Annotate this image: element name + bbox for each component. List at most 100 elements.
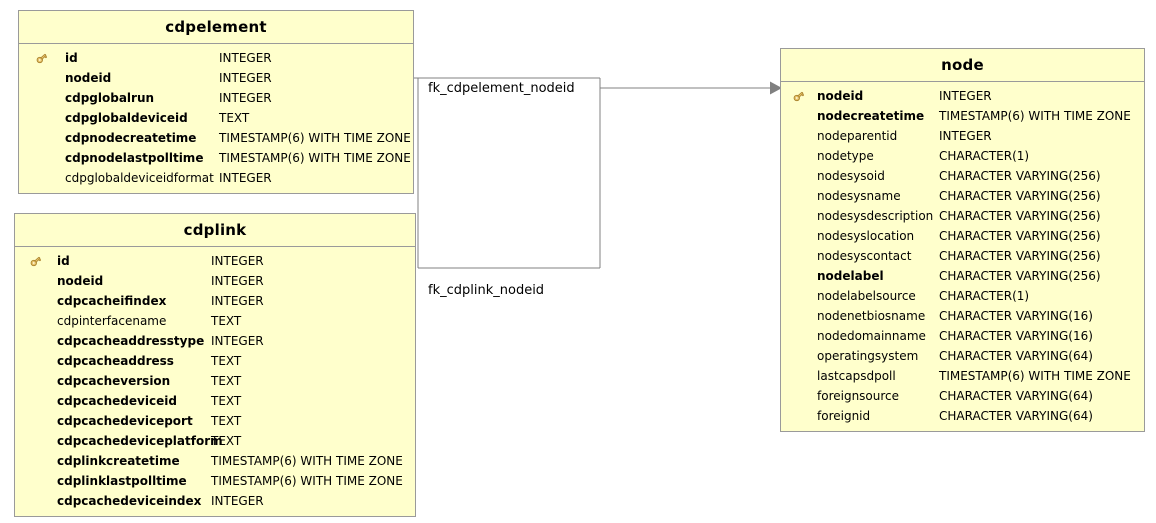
column-name: foreignsource bbox=[817, 389, 900, 403]
column-name: cdpcacheaddress bbox=[57, 354, 174, 368]
column-type: CHARACTER VARYING(16) bbox=[939, 329, 1093, 343]
column-type: CHARACTER VARYING(256) bbox=[939, 249, 1101, 263]
column-name: nodedomainname bbox=[817, 329, 926, 343]
column-type: INTEGER bbox=[939, 89, 992, 103]
column-row: nodeparentid INTEGER bbox=[781, 126, 1144, 146]
column-name: cdpcacheifindex bbox=[57, 294, 167, 308]
primary-key-icon bbox=[15, 254, 57, 268]
column-type: INTEGER bbox=[939, 129, 992, 143]
column-type: CHARACTER(1) bbox=[939, 289, 1030, 303]
column-name: nodesysname bbox=[817, 189, 901, 203]
primary-key-icon bbox=[781, 89, 817, 103]
column-row: nodelabel CHARACTER VARYING(256) bbox=[781, 266, 1144, 286]
column-name: id bbox=[65, 51, 78, 65]
entity-title-cdpelement: cdpelement bbox=[19, 11, 413, 44]
column-row: cdpcachedeviceport TEXT bbox=[15, 411, 415, 431]
column-name: cdpcachedeviceplatform bbox=[57, 434, 223, 448]
column-name: nodeparentid bbox=[817, 129, 898, 143]
column-row: nodesyscontact CHARACTER VARYING(256) bbox=[781, 246, 1144, 266]
column-name: cdpinterfacename bbox=[57, 314, 167, 328]
column-type: TIMESTAMP(6) WITH TIME ZONE bbox=[211, 474, 403, 488]
column-row: nodecreatetime TIMESTAMP(6) WITH TIME ZON… bbox=[781, 106, 1144, 126]
column-type: INTEGER bbox=[219, 71, 272, 85]
column-name: cdpglobaldeviceidformat bbox=[65, 171, 214, 185]
column-name: nodesysoid bbox=[817, 169, 885, 183]
column-type: CHARACTER VARYING(256) bbox=[939, 269, 1101, 283]
column-name: nodesyscontact bbox=[817, 249, 912, 263]
column-name: cdpcachedeviceport bbox=[57, 414, 193, 428]
column-type: TEXT bbox=[211, 414, 242, 428]
column-type: CHARACTER VARYING(256) bbox=[939, 169, 1101, 183]
column-name: cdpglobalrun bbox=[65, 91, 155, 105]
column-type: TEXT bbox=[211, 434, 242, 448]
column-name: cdpcachedeviceindex bbox=[57, 494, 202, 508]
column-type: CHARACTER(1) bbox=[939, 149, 1030, 163]
entity-title-cdplink: cdplink bbox=[15, 214, 415, 247]
column-row: cdpcacheaddress TEXT bbox=[15, 351, 415, 371]
column-row: cdpnodecreatetime TIMESTAMP(6) WITH TIME … bbox=[19, 128, 413, 148]
column-row: foreignsource CHARACTER VARYING(64) bbox=[781, 386, 1144, 406]
column-type: INTEGER bbox=[219, 91, 272, 105]
column-row: nodesyslocation CHARACTER VARYING(256) bbox=[781, 226, 1144, 246]
column-type: CHARACTER VARYING(256) bbox=[939, 229, 1101, 243]
column-type: TEXT bbox=[219, 111, 250, 125]
column-row: nodesysoid CHARACTER VARYING(256) bbox=[781, 166, 1144, 186]
column-type: INTEGER bbox=[211, 294, 264, 308]
column-row: cdpglobaldeviceidformat INTEGER bbox=[19, 168, 413, 188]
column-name: nodeid bbox=[65, 71, 112, 85]
column-name: nodelabelsource bbox=[817, 289, 916, 303]
column-name: cdplinklastpolltime bbox=[57, 474, 187, 488]
column-type: INTEGER bbox=[211, 254, 264, 268]
column-row: nodeid INTEGER bbox=[19, 68, 413, 88]
column-type: CHARACTER VARYING(16) bbox=[939, 309, 1093, 323]
column-name: cdpglobaldeviceid bbox=[65, 111, 188, 125]
column-type: CHARACTER VARYING(64) bbox=[939, 389, 1093, 403]
column-type: TEXT bbox=[211, 354, 242, 368]
column-type: TIMESTAMP(6) WITH TIME ZONE bbox=[219, 131, 411, 145]
column-type: TIMESTAMP(6) WITH TIME ZONE bbox=[219, 151, 411, 165]
column-type: INTEGER bbox=[219, 171, 272, 185]
column-name: nodetype bbox=[817, 149, 874, 163]
column-name: nodecreatetime bbox=[817, 109, 925, 123]
column-name: nodesyslocation bbox=[817, 229, 915, 243]
column-type: CHARACTER VARYING(64) bbox=[939, 349, 1093, 363]
column-name: cdpcachedeviceid bbox=[57, 394, 177, 408]
column-type: TIMESTAMP(6) WITH TIME ZONE bbox=[939, 369, 1131, 383]
relationship-label-fk-cdpelement-nodeid: fk_cdpelement_nodeid bbox=[428, 81, 575, 96]
column-row: id INTEGER bbox=[15, 251, 415, 271]
column-name: cdpnodecreatetime bbox=[65, 131, 197, 145]
column-name: id bbox=[57, 254, 70, 268]
column-name: operatingsystem bbox=[817, 349, 919, 363]
column-row: nodedomainname CHARACTER VARYING(16) bbox=[781, 326, 1144, 346]
column-type: INTEGER bbox=[211, 334, 264, 348]
column-type: TIMESTAMP(6) WITH TIME ZONE bbox=[939, 109, 1131, 123]
entity-title-node: node bbox=[781, 49, 1144, 82]
column-type: CHARACTER VARYING(256) bbox=[939, 209, 1101, 223]
column-row: cdpglobaldeviceid TEXT bbox=[19, 108, 413, 128]
column-name: nodelabel bbox=[817, 269, 884, 283]
column-row: nodetype CHARACTER(1) bbox=[781, 146, 1144, 166]
column-type: TEXT bbox=[211, 374, 242, 388]
primary-key-icon bbox=[19, 51, 65, 65]
